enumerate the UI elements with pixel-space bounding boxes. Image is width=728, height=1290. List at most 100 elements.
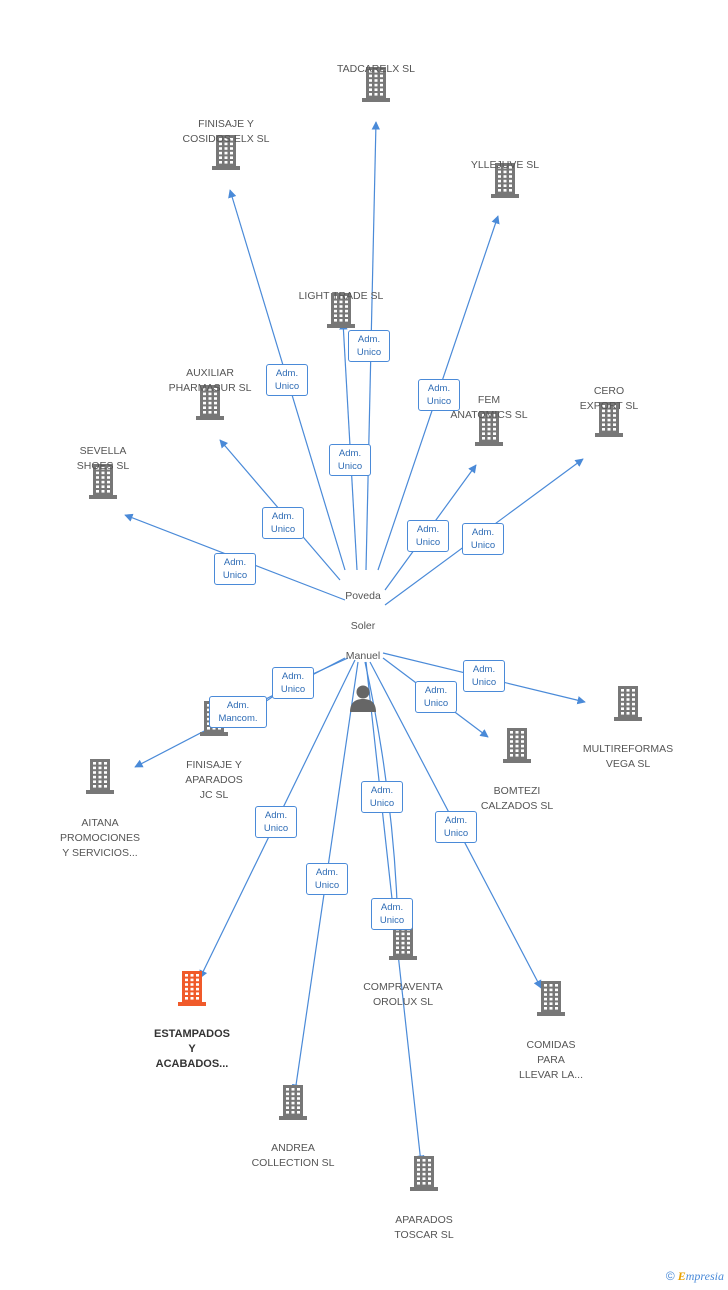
role-line1: Adm.: [226, 700, 250, 711]
role-line2: Unico: [369, 798, 395, 809]
role-line2: Unico: [426, 396, 452, 407]
company-node-multireformas[interactable]: [558, 685, 698, 721]
role-badge-multireformas[interactable]: Adm.Unico: [463, 660, 505, 692]
role-badge-cero-export[interactable]: Adm. Unico: [462, 523, 504, 555]
role-line2: Unico: [263, 823, 289, 834]
building-icon: [475, 411, 503, 446]
company-node-andrea[interactable]: [223, 1084, 363, 1120]
company-node-comidas[interactable]: [481, 980, 621, 1016]
company-label-fem-anatomics[interactable]: FEM ANATOMICS SL: [419, 393, 559, 423]
company-name: BOMTEZI CALZADOS SL: [480, 785, 554, 812]
role-badge-tadcarelx[interactable]: Adm.Unico: [348, 330, 390, 362]
company-name: COMIDAS PARA LLEVAR LA...: [518, 1039, 583, 1081]
company-node-cero-export[interactable]: [539, 401, 679, 437]
person-name: Poveda Soler Manuel: [345, 590, 381, 662]
company-label-compraventa[interactable]: COMPRAVENTA OROLUX SL: [333, 980, 473, 1010]
company-label-finisaje-aparados[interactable]: FINISAJE Y APARADOS JC SL: [144, 758, 284, 803]
company-name: LIGHT TRADE SL: [298, 290, 384, 302]
company-label-comidas[interactable]: COMIDAS PARA LLEVAR LA...: [481, 1038, 621, 1083]
role-badge-finisaje-cosidos[interactable]: Adm. Unico: [266, 364, 308, 396]
company-node-fem-anatomics[interactable]: [419, 410, 559, 446]
brand-logo-text: mpresia: [685, 1269, 724, 1283]
building-icon: [491, 163, 519, 198]
role-badge-estampados[interactable]: Adm. Unico: [255, 806, 297, 838]
company-node-bomtezi[interactable]: [447, 727, 587, 763]
company-label-andrea[interactable]: ANDREA COLLECTION SL: [223, 1141, 363, 1171]
role-line1: Adm.: [370, 785, 394, 796]
role-badge-comidas[interactable]: Adm. Unico: [435, 811, 477, 843]
role-line1: Adm.: [427, 383, 451, 394]
person-icon: [350, 685, 376, 712]
role-badge-aitana[interactable]: Adm.Mancom.: [209, 696, 267, 728]
role-line2: Unico: [314, 880, 340, 891]
company-name: YLLEJUVE SL: [470, 159, 540, 171]
company-name: FEM ANATOMICS SL: [450, 394, 528, 421]
company-node-aparados-toscar[interactable]: [354, 1155, 494, 1191]
role-line2: Unico: [443, 828, 469, 839]
person-node[interactable]: Poveda Soler Manuel: [323, 574, 403, 713]
company-name: CERO EXPORT SL: [579, 385, 639, 412]
company-node-aitana[interactable]: [30, 758, 170, 794]
building-icon: [178, 971, 206, 1006]
role-badge-aparados-toscar[interactable]: Adm. Unico: [371, 898, 413, 930]
company-label-yllejuve[interactable]: YLLEJUVE SL: [435, 158, 575, 173]
company-label-estampados[interactable]: ESTAMPADOS Y ACABADOS...: [122, 1027, 262, 1072]
role-badge-bomtezi[interactable]: Adm.Unico: [415, 681, 457, 713]
role-badge-fem-anatomics[interactable]: Adm.Unico: [407, 520, 449, 552]
role-line2: Unico: [470, 540, 496, 551]
role-line1: Adm.: [271, 511, 295, 522]
company-label-bomtezi[interactable]: BOMTEZI CALZADOS SL: [447, 784, 587, 814]
role-line2: Unico: [274, 381, 300, 392]
role-line1: Adm.: [223, 557, 247, 568]
company-label-aparados-toscar[interactable]: APARADOS TOSCAR SL: [354, 1213, 494, 1243]
role-badge-sevella-shoes[interactable]: Adm. Unico: [214, 553, 256, 585]
company-label-multireformas[interactable]: MULTIREFORMAS VEGA SL: [558, 742, 698, 772]
role-line1: Adm.: [264, 810, 288, 821]
role-line1: Adm.: [471, 527, 495, 538]
company-name: APARADOS TOSCAR SL: [394, 1214, 454, 1241]
building-icon: [595, 402, 623, 437]
role-line2: Unico: [471, 677, 497, 688]
role-line1: Adm.: [275, 368, 299, 379]
role-badge-finisaje-aparados[interactable]: Adm.Unico: [272, 667, 314, 699]
role-line1: Adm.: [380, 902, 404, 913]
company-node-sevella-shoes[interactable]: [33, 463, 173, 499]
role-badge-compraventa[interactable]: Adm. Unico: [361, 781, 403, 813]
company-node-yllejuve[interactable]: [435, 162, 575, 198]
company-name: MULTIREFORMAS VEGA SL: [582, 743, 674, 770]
building-icon: [503, 728, 531, 763]
company-node-finisaje-cosidos[interactable]: [156, 134, 296, 170]
role-line1: Adm.: [281, 671, 305, 682]
company-node-estampados[interactable]: [122, 970, 262, 1006]
building-icon: [389, 925, 417, 960]
company-label-sevella-shoes[interactable]: SEVELLA SHOES SL: [33, 444, 173, 474]
role-badge-yllejuve[interactable]: Adm. Unico: [418, 379, 460, 411]
role-line2: Unico: [379, 915, 405, 926]
company-label-finisaje-cosidos[interactable]: FINISAJE Y COSIDOS ELX SL: [156, 117, 296, 147]
role-line2: Unico: [222, 570, 248, 581]
building-icon: [212, 135, 240, 170]
role-badge-light-trade[interactable]: Adm.Unico: [329, 444, 371, 476]
brand-logo-initial: E: [677, 1269, 686, 1283]
role-line1: Adm.: [444, 815, 468, 826]
company-node-auxiliar-pharmasur[interactable]: [140, 384, 280, 420]
company-node-light-trade[interactable]: [271, 292, 411, 328]
company-name: AUXILIAR PHARMASUR SL: [168, 367, 252, 394]
company-name: FINISAJE Y APARADOS JC SL: [185, 759, 243, 801]
company-label-cero-export[interactable]: CERO EXPORT SL: [539, 384, 679, 414]
role-badge-auxiliar-pharmasur[interactable]: Adm.Unico: [262, 507, 304, 539]
company-node-compraventa[interactable]: [333, 924, 473, 960]
building-icon: [614, 686, 642, 721]
company-label-auxiliar-pharmasur[interactable]: AUXILIAR PHARMASUR SL: [140, 366, 280, 396]
company-label-light-trade[interactable]: LIGHT TRADE SL: [271, 289, 411, 304]
role-badge-andrea[interactable]: Adm.Unico: [306, 863, 348, 895]
company-label-aitana[interactable]: AITANA PROMOCIONES Y SERVICIOS...: [30, 816, 170, 861]
building-icon: [196, 385, 224, 420]
company-node-tadcarelx[interactable]: [306, 66, 446, 102]
building-icon: [86, 759, 114, 794]
role-line2: Unico: [356, 347, 382, 358]
company-name: AITANA PROMOCIONES Y SERVICIOS...: [60, 817, 140, 859]
company-label-tadcarelx[interactable]: TADCARELX SL: [306, 62, 446, 77]
role-line1: Adm.: [416, 524, 440, 535]
